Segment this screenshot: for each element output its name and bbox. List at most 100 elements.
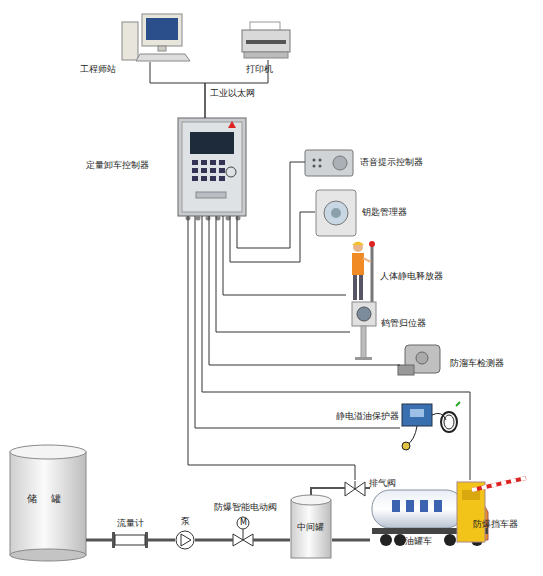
voice-controller-art <box>305 150 353 176</box>
overflow-protector-art <box>444 415 454 429</box>
person-art <box>363 258 371 262</box>
controller-art <box>201 160 207 165</box>
controller-art <box>190 132 234 154</box>
voice-controller-art <box>313 165 316 168</box>
controller-art <box>236 216 241 221</box>
motor-symbol-label: M <box>240 518 247 527</box>
device-node: 静电溢油保护器 <box>400 402 462 452</box>
barrier-art <box>472 478 526 490</box>
pipe-line <box>332 539 370 542</box>
anti-roll-detector-art <box>416 352 428 364</box>
vent-valve-art <box>345 482 355 496</box>
device-label: 人体静电释放器 <box>380 271 443 282</box>
device-label: 钥匙管理器 <box>362 207 407 218</box>
crane-pipe-reset-art <box>352 302 376 326</box>
device-label: 定量卸车控制器 <box>86 160 149 171</box>
tanker-truck-art <box>420 500 428 512</box>
storage-tank-art <box>10 445 86 561</box>
key-manager-art <box>324 201 348 225</box>
pump-art <box>181 534 191 546</box>
controller-art <box>182 122 242 212</box>
overflow-protector-art <box>441 412 457 432</box>
key-manager-art <box>331 208 341 218</box>
motor-valve-art <box>243 529 244 540</box>
key-manager-art <box>316 190 356 236</box>
controller-art <box>210 160 216 165</box>
tanker-truck-art <box>392 500 400 512</box>
pipe-line <box>253 539 290 542</box>
device-node: 语音提示控制器 <box>305 148 353 176</box>
person-art <box>352 242 364 246</box>
device-label: 工程师站 <box>80 64 116 75</box>
signal-wire <box>230 212 315 262</box>
person-art <box>371 245 374 305</box>
device-node: 防爆智能电动阀 <box>233 533 253 547</box>
controller-art <box>192 176 198 181</box>
motor-valve-art <box>233 517 253 546</box>
flowmeter-art <box>112 532 148 548</box>
printer-art <box>242 22 290 58</box>
device-label: 储罐 <box>27 493 75 504</box>
printer-art <box>246 40 286 44</box>
controller-art <box>192 160 198 165</box>
controller-art <box>210 176 216 181</box>
signal-wire <box>209 216 400 365</box>
tanker-truck-art <box>434 500 442 512</box>
controller-art <box>201 176 207 181</box>
crane-pipe-reset-art <box>361 326 366 358</box>
workstation-art <box>122 14 190 61</box>
device-label: 油罐车 <box>405 536 432 547</box>
tanker-truck-art <box>444 534 456 546</box>
printer-art <box>242 30 290 52</box>
device-label: 语音提示控制器 <box>360 157 423 168</box>
controller-art <box>206 216 211 221</box>
crane-pipe-reset-art <box>352 302 376 360</box>
controller-art <box>219 168 225 173</box>
device-label: 静电溢油保护器 <box>336 411 399 422</box>
tanker-truck-art <box>394 534 406 546</box>
motor-valve-art <box>237 517 249 529</box>
signal-wire <box>202 216 470 480</box>
intermediate-tank-art <box>291 495 331 505</box>
device-label: 防溜车检测器 <box>450 358 504 369</box>
device-node: 防爆挡车器 <box>455 480 485 542</box>
pipe-line <box>195 539 233 542</box>
device-node: 储罐 <box>10 445 86 560</box>
vent-valve-art <box>355 482 365 496</box>
network-label: 工业以太网 <box>210 88 255 99</box>
overflow-protector-art <box>456 402 460 406</box>
barrier-art <box>457 482 485 542</box>
device-label: 流量计 <box>117 518 144 529</box>
person-art <box>353 242 363 252</box>
device-node: 油罐车 <box>370 478 488 560</box>
overflow-protector-art <box>402 442 410 450</box>
device-node: 定量卸车控制器 <box>178 118 246 216</box>
device-label: 中间罐 <box>297 522 324 533</box>
workstation-art <box>136 54 190 61</box>
voice-controller-art <box>333 156 347 170</box>
controller-art <box>226 167 236 177</box>
device-node: 打印机 <box>240 22 292 60</box>
device-node: 中间罐 <box>290 495 332 560</box>
workstation-art <box>122 22 138 60</box>
controller-art <box>196 192 226 198</box>
overflow-protector-art <box>402 402 460 450</box>
anti-roll-detector-art <box>398 365 414 375</box>
tanker-truck-art <box>372 490 464 528</box>
storage-tank-art <box>10 445 86 459</box>
flowmeter-art <box>115 535 145 545</box>
pipe-line <box>148 539 175 542</box>
signal-wire <box>237 162 305 248</box>
controller-art <box>201 168 207 173</box>
controller-art <box>178 118 246 216</box>
crane-pipe-reset-art <box>355 357 372 360</box>
pipe-line <box>311 488 345 495</box>
device-node: 鹤管归位器 <box>350 302 376 360</box>
motor-valve-art <box>243 534 253 546</box>
person-art <box>352 241 375 305</box>
controller-art <box>219 160 225 165</box>
device-node: 防溜车检测器 <box>400 340 446 385</box>
device-label: 防爆智能电动阀 <box>214 502 277 513</box>
device-node: 人体静电释放器 <box>346 240 376 305</box>
motor-valve-art <box>233 534 243 546</box>
